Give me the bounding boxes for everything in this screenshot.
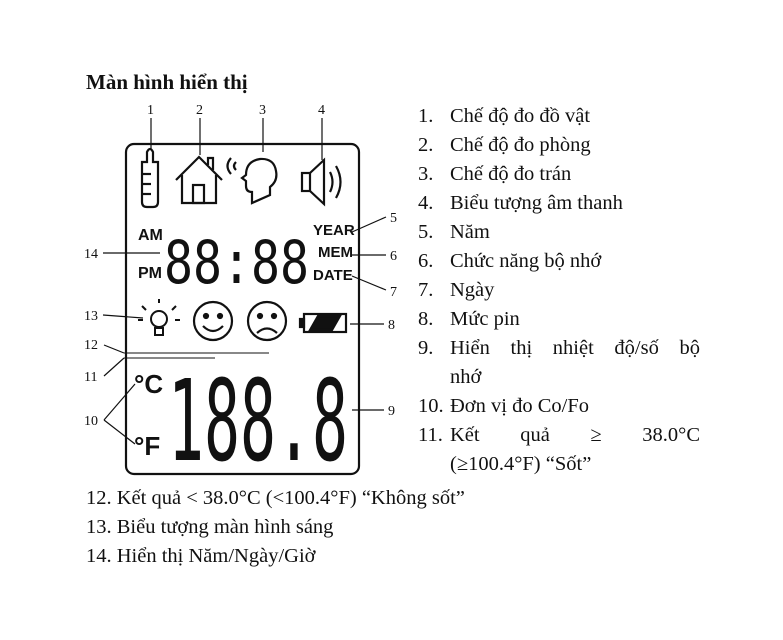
callout-8: 8 <box>388 318 395 333</box>
temperature-display: 188.8 <box>168 357 348 487</box>
bulb-icon <box>138 299 180 336</box>
list-item: 1.Chế độ đo đồ vật <box>418 105 591 127</box>
list-item: 3.Chế độ đo trán <box>418 163 572 185</box>
callout-11: 11 <box>84 370 97 385</box>
callout-2: 2 <box>196 103 203 118</box>
list-item: 7.Ngày <box>418 279 495 301</box>
callout-4: 4 <box>318 103 325 118</box>
pm-label: PM <box>138 265 162 282</box>
speaker-icon <box>300 157 342 207</box>
callout-10: 10 <box>84 414 98 429</box>
house-icon <box>175 155 223 205</box>
list-item: 13. Biểu tượng màn hình sáng <box>86 516 334 538</box>
list-item: 4.Biểu tượng âm thanh <box>418 192 623 214</box>
sad-face-icon <box>246 300 288 342</box>
callout-3: 3 <box>259 103 266 118</box>
list-item: 8.Mức pin <box>418 308 520 330</box>
date-label: DATE <box>313 267 353 284</box>
list-item: 5.Năm <box>418 221 490 243</box>
callout-6: 6 <box>390 249 397 264</box>
page-title: Màn hình hiển thị <box>86 70 248 94</box>
legend-bottom: 12. Kết quả < 38.0°C (<100.4°F) “Không s… <box>86 484 465 571</box>
legend-right: 1.Chế độ đo đồ vật 2.Chế độ đo phòng 3.C… <box>418 102 700 479</box>
callout-1: 1 <box>147 103 154 118</box>
callout-13: 13 <box>84 309 98 324</box>
year-label: YEAR <box>313 222 355 239</box>
list-item: 11.Kết quả ≥ 38.0°C(≥100.4°F) “Sốt” <box>418 424 700 475</box>
callout-7: 7 <box>390 285 397 300</box>
callout-12: 12 <box>84 338 98 353</box>
list-item: 12. Kết quả < 38.0°C (<100.4°F) “Không s… <box>86 487 465 509</box>
mem-label: MEM <box>318 244 353 261</box>
list-item: 14. Hiển thị Năm/Ngày/Giờ <box>86 545 316 567</box>
list-item: 10.Đơn vị đo Co/Fo <box>418 395 589 417</box>
list-item: 2.Chế độ đo phòng <box>418 134 591 156</box>
callout-5: 5 <box>390 211 397 226</box>
lcd-frame <box>124 142 361 476</box>
callout-9: 9 <box>388 404 395 419</box>
clock-display: 88:88 <box>164 228 309 298</box>
celsius-unit: °C <box>134 369 163 399</box>
head-icon <box>226 157 278 205</box>
callout-14: 14 <box>84 247 98 262</box>
bottle-icon <box>140 147 160 209</box>
am-label: AM <box>138 227 163 244</box>
list-item: 6.Chức năng bộ nhớ <box>418 250 602 272</box>
battery-icon <box>298 312 348 334</box>
fahrenheit-unit: °F <box>134 431 160 461</box>
happy-face-icon <box>192 300 234 342</box>
